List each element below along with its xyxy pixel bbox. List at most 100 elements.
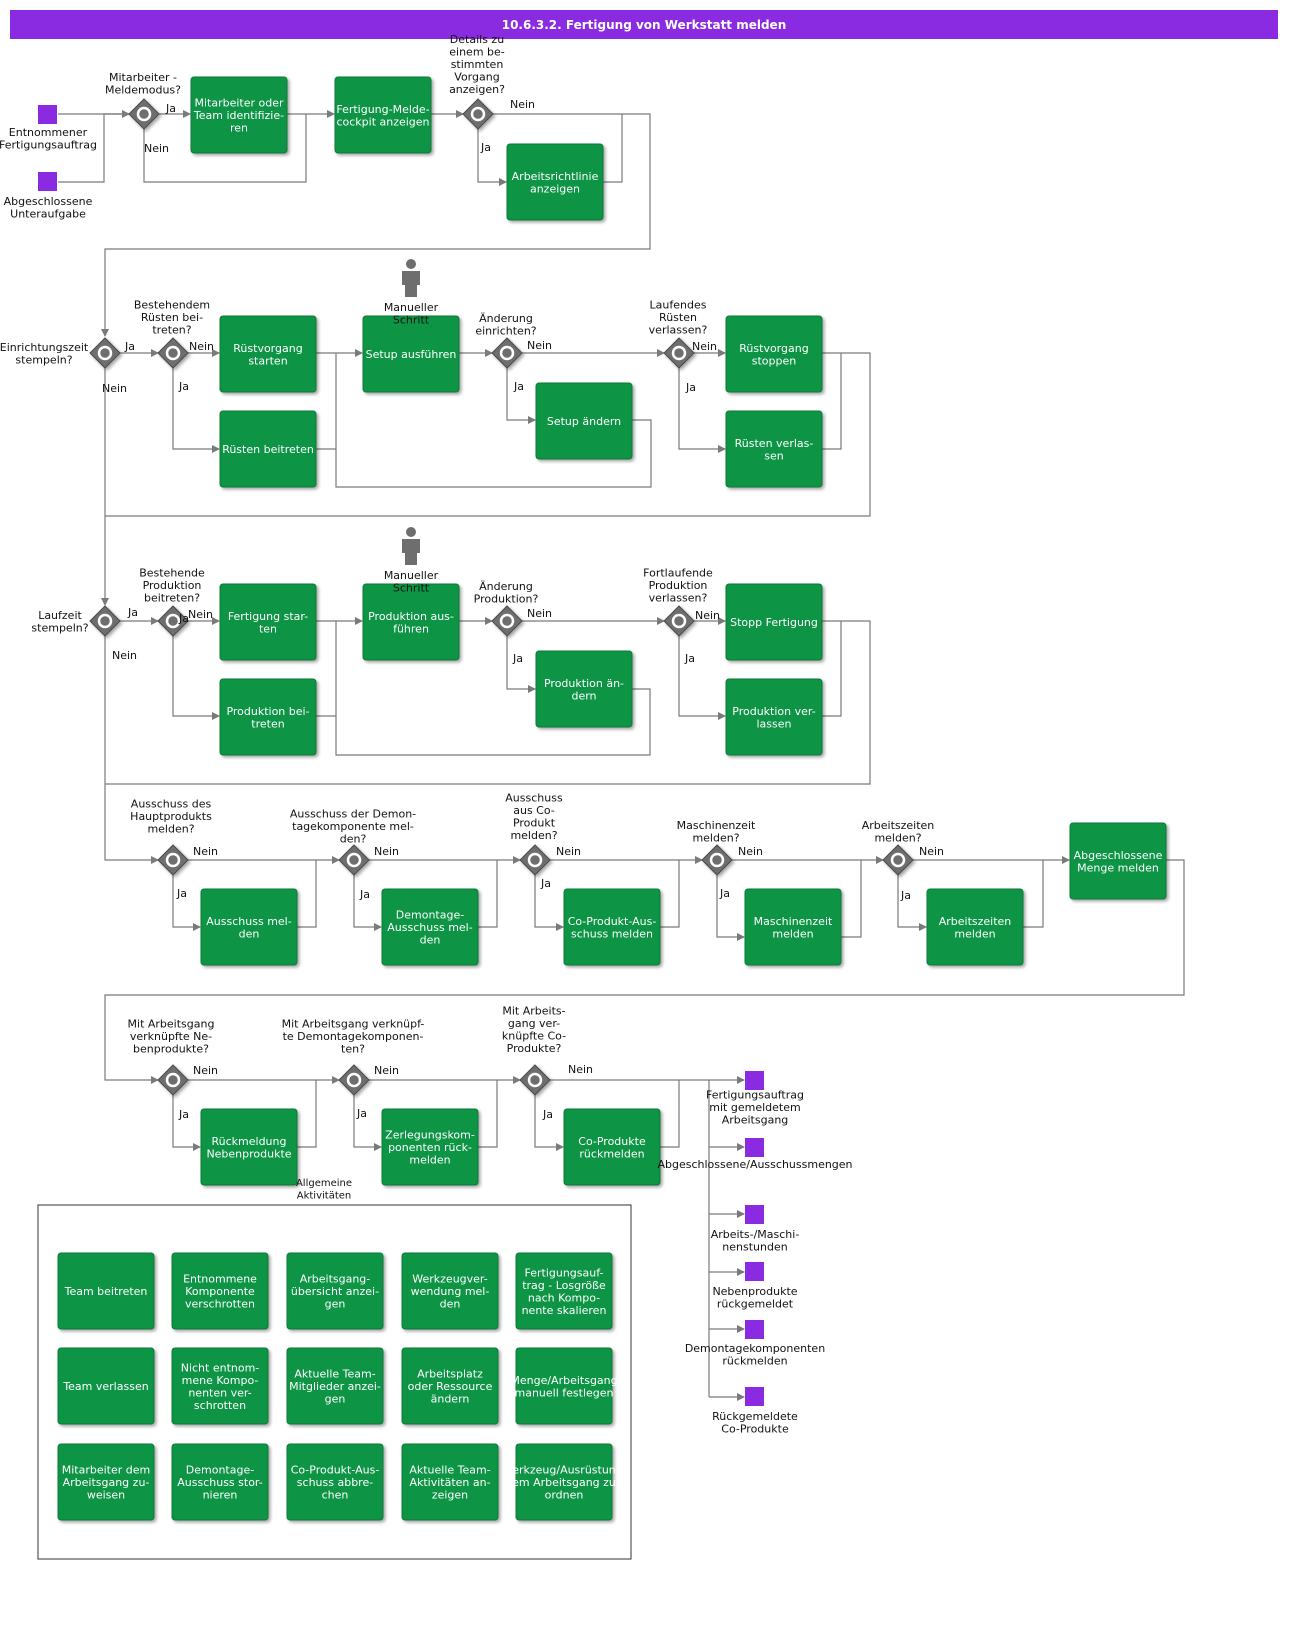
gateway-g9[interactable] [491, 605, 523, 637]
general-activity-item[interactable]: Arbeitsgang-übersicht anzei-gen [286, 1252, 384, 1330]
task-box[interactable] [744, 888, 842, 966]
general-activity-item[interactable]: Demontage-Ausschuss stor-nieren [171, 1443, 269, 1521]
event-end_4[interactable] [745, 1262, 764, 1281]
task-box[interactable] [401, 1347, 499, 1425]
gateway-diamond[interactable] [519, 1064, 551, 1096]
gateway-g3[interactable] [89, 337, 121, 369]
task-t12[interactable]: Produktion aus-führen [362, 583, 460, 661]
task-box[interactable] [1069, 822, 1167, 900]
gateway-g7[interactable] [89, 605, 121, 637]
gateway-g10[interactable] [663, 605, 695, 637]
gateway-diamond[interactable] [663, 605, 695, 637]
event-square[interactable] [38, 105, 57, 124]
event-square[interactable] [745, 1205, 764, 1224]
gateway-g12[interactable] [338, 844, 370, 876]
task-box[interactable] [381, 1108, 479, 1186]
gateway-g1[interactable] [128, 98, 160, 130]
event-end_5[interactable] [745, 1320, 764, 1339]
gateway-diamond[interactable] [89, 337, 121, 369]
task-box[interactable] [506, 143, 604, 221]
event-end_6[interactable] [745, 1387, 764, 1406]
gateway-g6[interactable] [663, 337, 695, 369]
task-box[interactable] [725, 410, 823, 488]
gateway-diamond[interactable] [157, 844, 189, 876]
task-box[interactable] [200, 1108, 298, 1186]
general-activity-item[interactable]: Nicht entnom-mene Kompo-nenten ver-schro… [171, 1347, 269, 1425]
gateway-g17[interactable] [338, 1064, 370, 1096]
general-activity-item[interactable]: Co-Produkt-Aus-schuss abbre-chen [286, 1443, 384, 1521]
gateway-g16[interactable] [157, 1064, 189, 1096]
task-t9[interactable]: Rüsten verlas-sen [725, 410, 823, 488]
task-box[interactable] [926, 888, 1024, 966]
event-end_2[interactable] [745, 1138, 764, 1157]
event-square[interactable] [745, 1138, 764, 1157]
task-box[interactable] [286, 1443, 384, 1521]
gateway-diamond[interactable] [882, 844, 914, 876]
task-box[interactable] [535, 650, 633, 728]
task-t11[interactable]: Produktion bei-treten [219, 678, 317, 756]
task-t13[interactable]: Produktion än-dern [535, 650, 633, 728]
event-end_3[interactable] [745, 1205, 764, 1224]
general-activity-item[interactable]: Team beitreten [57, 1252, 155, 1330]
task-box[interactable] [725, 678, 823, 756]
event-square[interactable] [745, 1071, 764, 1090]
task-box[interactable] [725, 583, 823, 661]
task-box[interactable] [219, 678, 317, 756]
gateway-g15[interactable] [882, 844, 914, 876]
task-t17[interactable]: Demontage-Ausschuss mel-den [381, 888, 479, 966]
event-start_2[interactable] [38, 172, 57, 191]
gateway-diamond[interactable] [89, 605, 121, 637]
task-t7[interactable]: Setup ändern [535, 382, 633, 460]
task-box[interactable] [171, 1443, 269, 1521]
task-t23[interactable]: Zerlegungskom-ponenten rück-melden [381, 1108, 479, 1186]
gateway-diamond[interactable] [157, 605, 189, 637]
task-t18[interactable]: Co-Produkt-Aus-schuss melden [563, 888, 661, 966]
gateway-diamond[interactable] [157, 1064, 189, 1096]
task-box[interactable] [200, 888, 298, 966]
general-activity-item[interactable]: Aktuelle Team-Mitglieder anzei-gen [286, 1347, 384, 1425]
task-t14[interactable]: Stopp Fertigung [725, 583, 823, 661]
task-box[interactable] [286, 1347, 384, 1425]
task-box[interactable] [171, 1252, 269, 1330]
task-box[interactable] [362, 583, 460, 661]
gateway-diamond[interactable] [128, 98, 160, 130]
gateway-diamond[interactable] [519, 844, 551, 876]
task-box[interactable] [515, 1252, 613, 1330]
event-square[interactable] [745, 1262, 764, 1281]
gateway-g2[interactable] [462, 98, 494, 130]
task-box[interactable] [563, 1108, 661, 1186]
task-t6[interactable]: Setup ausführen [362, 315, 460, 393]
task-t16[interactable]: Ausschuss mel-den [200, 888, 298, 966]
task-box[interactable] [57, 1443, 155, 1521]
task-box[interactable] [190, 76, 288, 154]
gateway-g18[interactable] [519, 1064, 551, 1096]
gateway-g13[interactable] [519, 844, 551, 876]
task-box[interactable] [286, 1252, 384, 1330]
task-box[interactable] [219, 315, 317, 393]
event-square[interactable] [745, 1387, 764, 1406]
task-box[interactable] [334, 76, 432, 154]
gateway-diamond[interactable] [462, 98, 494, 130]
general-activity-item[interactable]: Team verlassen [57, 1347, 155, 1425]
task-box[interactable] [535, 382, 633, 460]
task-box[interactable] [401, 1252, 499, 1330]
task-box[interactable] [362, 315, 460, 393]
event-end_1[interactable] [745, 1071, 764, 1090]
task-box[interactable] [219, 583, 317, 661]
task-box[interactable] [219, 410, 317, 488]
general-activity-item[interactable]: Werkzeugver-wendung mel-den [401, 1252, 499, 1330]
gateway-diamond[interactable] [491, 605, 523, 637]
